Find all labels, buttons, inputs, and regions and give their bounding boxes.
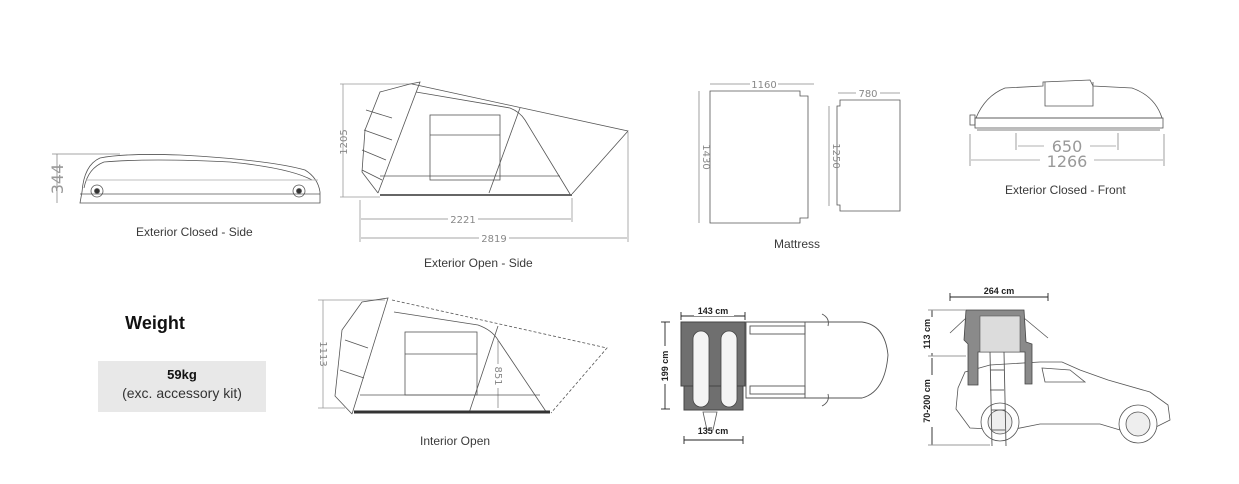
front-width-label: 1266 [1047, 152, 1088, 171]
mattress-extension-width-label: 780 [858, 89, 877, 100]
exterior-closed-front-caption: Exterior Closed - Front [1005, 183, 1126, 197]
mattress-extension-length-label: 1250 [830, 143, 841, 168]
weight-title: Weight [125, 313, 185, 333]
closed-side-height-label: 344 [48, 164, 67, 195]
top-view-length-label: 199 cm [660, 351, 670, 382]
weight-box: 59kg (exc. accessory kit) [98, 361, 266, 412]
open-side-height-label: 1205 [339, 129, 350, 154]
open-side-base-length-label: 2221 [450, 215, 475, 226]
exterior-open-side-caption: Exterior Open - Side [424, 256, 533, 270]
interior-height-label: 1113 [317, 341, 328, 366]
mattress-main-length-label: 1430 [700, 144, 711, 169]
vehicle-mount-height-label: 70-200 cm [922, 379, 932, 423]
weight-value: 59kg [167, 367, 197, 382]
vehicle-tent-height-label: 113 cm [922, 319, 932, 349]
exterior-closed-side-caption: Exterior Closed - Side [136, 225, 253, 239]
top-view-width-top-label: 143 cm [698, 306, 729, 316]
mattress-main-width-label: 1160 [751, 80, 776, 91]
interior-open-caption: Interior Open [420, 434, 491, 448]
vehicle-total-length-label: 264 cm [984, 286, 1015, 296]
mattress-caption: Mattress [774, 237, 821, 251]
open-side-total-length-label: 2819 [481, 234, 506, 245]
top-view-width-bottom-label: 135 cm [698, 426, 729, 436]
front-rail-spacing-label: 650 [1052, 137, 1083, 156]
weight-note: (exc. accessory kit) [122, 385, 242, 401]
interior-ladder-side-height-label: 851 [492, 366, 503, 385]
